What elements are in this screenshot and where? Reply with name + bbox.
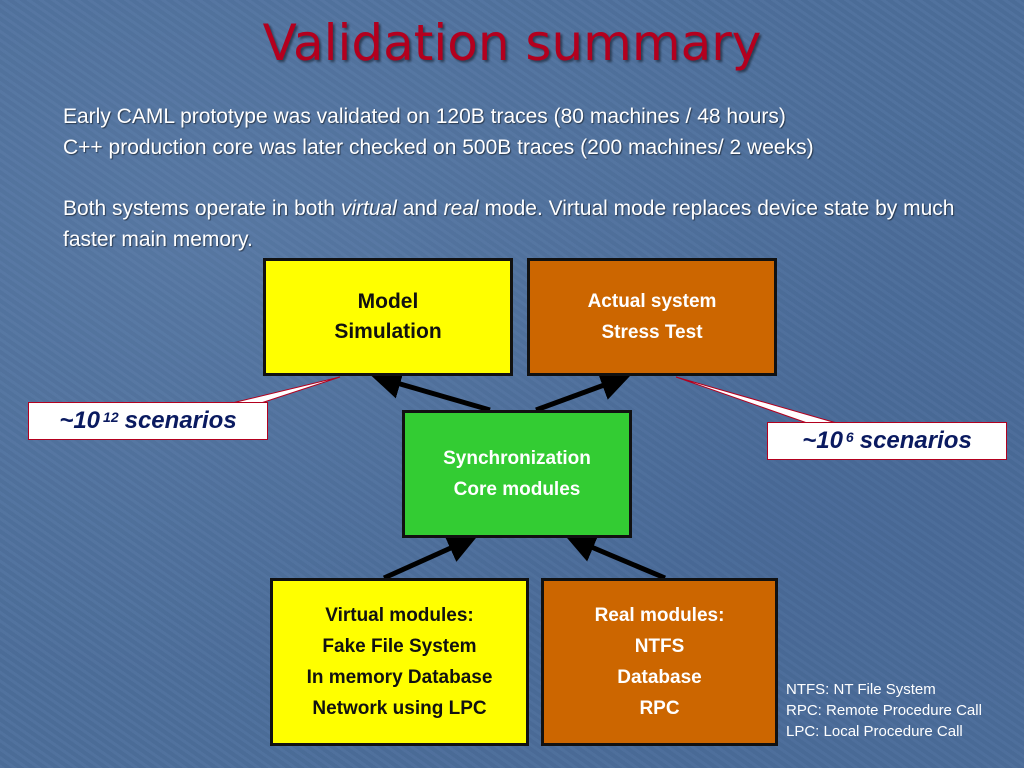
arrow-sync-to-model	[371, 369, 491, 413]
intro-paragraph: Early CAML prototype was validated on 12…	[63, 101, 1003, 163]
virtual-line-4: Network using LPC	[312, 698, 487, 719]
right-callout-exponent: 6	[845, 429, 854, 445]
modes-suffix: mode. Virtual mode replaces device state…	[63, 197, 955, 251]
synchronization-core-box: Synchronization Core modules	[402, 410, 632, 538]
model-line-1: Model	[357, 290, 419, 313]
arrow-real-to-sync	[565, 533, 666, 581]
virtual-line-1: Virtual modules:	[325, 605, 474, 626]
slide-title: Validation summary	[262, 14, 762, 72]
real-line-1: Real modules:	[594, 605, 725, 626]
real-line-3: Database	[617, 667, 702, 688]
modes-and: and	[396, 197, 444, 220]
sync-line-1: Synchronization	[443, 448, 591, 469]
arrow-virtual-to-sync	[382, 534, 478, 581]
left-callout-suffix: scenarios	[124, 407, 237, 434]
model-simulation-box: Model Simulation	[263, 258, 513, 376]
model-line-2: Simulation	[334, 320, 442, 343]
intro-line-1: Early CAML prototype was validated on 12…	[63, 105, 786, 128]
arrow-sync-to-actual	[535, 371, 631, 413]
right-callout-suffix: scenarios	[859, 427, 972, 454]
virtual-line-3: In memory Database	[306, 667, 493, 688]
virtual-line-2: Fake File System	[322, 636, 477, 657]
right-callout-pointer	[675, 376, 841, 425]
modes-prefix: Both systems operate in both	[63, 197, 341, 220]
left-callout-exponent: 12	[103, 409, 119, 425]
actual-line-1: Actual system	[587, 291, 717, 312]
intro-line-2: C++ production core was later checked on…	[63, 136, 814, 159]
left-callout-pointer	[227, 376, 341, 405]
modes-paragraph: Both systems operate in both virtual and…	[63, 193, 1003, 255]
legend-lpc: LPC: Local Procedure Call	[786, 723, 963, 740]
actual-line-2: Stress Test	[601, 322, 703, 343]
right-callout-prefix: ~10	[802, 427, 843, 454]
real-modules-box: Real modules: NTFS Database RPC	[541, 578, 778, 746]
legend-ntfs: NTFS: NT File System	[786, 681, 936, 698]
sync-line-2: Core modules	[453, 479, 581, 500]
real-line-2: NTFS	[634, 636, 685, 657]
virtual-modules-box: Virtual modules: Fake File System In mem…	[270, 578, 529, 746]
actual-system-box: Actual system Stress Test	[527, 258, 777, 376]
left-callout-prefix: ~10	[59, 407, 101, 434]
real-line-4: RPC	[639, 698, 680, 719]
modes-real: real	[443, 197, 479, 220]
legend-rpc: RPC: Remote Procedure Call	[786, 702, 982, 719]
modes-virtual: virtual	[340, 197, 397, 220]
abbreviation-legend: NTFS: NT File System RPC: Remote Procedu…	[786, 679, 982, 742]
